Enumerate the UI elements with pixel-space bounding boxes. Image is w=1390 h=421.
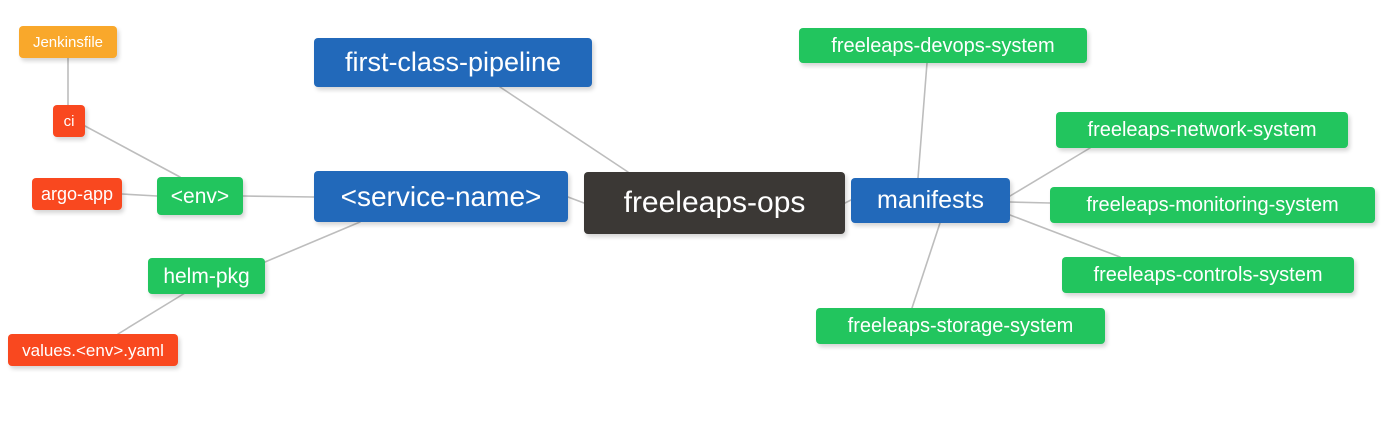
- edge-helm-to-values: [117, 292, 186, 335]
- mindmap-node-helm[interactable]: helm-pkg: [148, 258, 265, 294]
- mindmap-node-service[interactable]: <service-name>: [314, 171, 568, 222]
- edge-manifests-to-storage: [911, 222, 941, 309]
- edge-manifests-to-monitoring: [1009, 201, 1051, 204]
- mindmap-node-pipeline[interactable]: first-class-pipeline: [314, 38, 592, 87]
- edge-root-to-pipeline: [499, 86, 629, 173]
- mindmap-node-storage[interactable]: freeleaps-storage-system: [816, 308, 1105, 344]
- edge-service-to-env: [242, 195, 315, 198]
- mindmap-node-ci[interactable]: ci: [53, 105, 85, 137]
- edge-env-to-argo: [121, 193, 158, 197]
- mindmap-node-controls[interactable]: freeleaps-controls-system: [1062, 257, 1354, 293]
- mindmap-node-jenkins[interactable]: Jenkinsfile: [19, 26, 117, 58]
- mindmap-node-network[interactable]: freeleaps-network-system: [1056, 112, 1348, 148]
- mindmap-node-monitoring[interactable]: freeleaps-monitoring-system: [1050, 187, 1375, 223]
- mindmap-node-values[interactable]: values.<env>.yaml: [8, 334, 178, 366]
- mindmap-node-root[interactable]: freeleaps-ops: [584, 172, 845, 234]
- edge-root-to-service: [567, 196, 585, 204]
- edge-manifests-to-devops: [917, 62, 928, 179]
- mindmap-node-argo[interactable]: argo-app: [32, 178, 122, 210]
- mindmap-node-devops[interactable]: freeleaps-devops-system: [799, 28, 1087, 63]
- edge-env-to-ci: [84, 125, 181, 178]
- mindmap-node-env[interactable]: <env>: [157, 177, 243, 215]
- edge-service-to-helm: [264, 221, 361, 263]
- mindmap-node-manifests[interactable]: manifests: [851, 178, 1010, 223]
